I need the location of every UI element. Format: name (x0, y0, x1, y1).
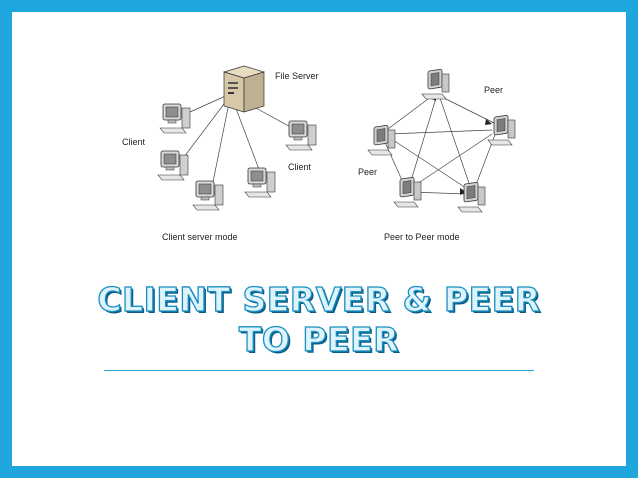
slide: File Server Client Client Client server … (12, 12, 626, 466)
peer-label-top: Peer (484, 85, 503, 95)
peer-to-peer-diagram: Peer Peer Peer to Peer mode (358, 68, 516, 242)
client-server-caption: Client server mode (162, 232, 238, 242)
client-computer-icon (159, 103, 191, 134)
peer-computer-icon (367, 124, 396, 156)
client-label-left: Client (122, 137, 146, 147)
page-title: CLIENT SERVER & PEER TO PEER (12, 279, 626, 360)
client-computer-icon (285, 120, 317, 151)
client-server-diagram: File Server Client Client Client server … (122, 65, 319, 242)
peer-computer-icon (487, 114, 516, 146)
file-server-label: File Server (275, 71, 319, 81)
peer-computer-icon (457, 181, 486, 213)
client-computer-icon (157, 150, 189, 181)
peer-label-left: Peer (358, 167, 377, 177)
network-diagram: File Server Client Client Client server … (122, 65, 516, 242)
title-line-2: TO PEER (238, 319, 400, 359)
file-server-icon (222, 65, 266, 113)
client-computer-icon (244, 167, 276, 198)
client-label-right: Client (288, 162, 312, 172)
title-line-1: CLIENT SERVER & PEER (97, 279, 541, 319)
peer-computer-icon (393, 176, 422, 208)
peer-computer-icon (421, 68, 450, 100)
client-computer-icon (192, 180, 224, 211)
title-underline (104, 370, 534, 371)
peer-to-peer-caption: Peer to Peer mode (384, 232, 460, 242)
